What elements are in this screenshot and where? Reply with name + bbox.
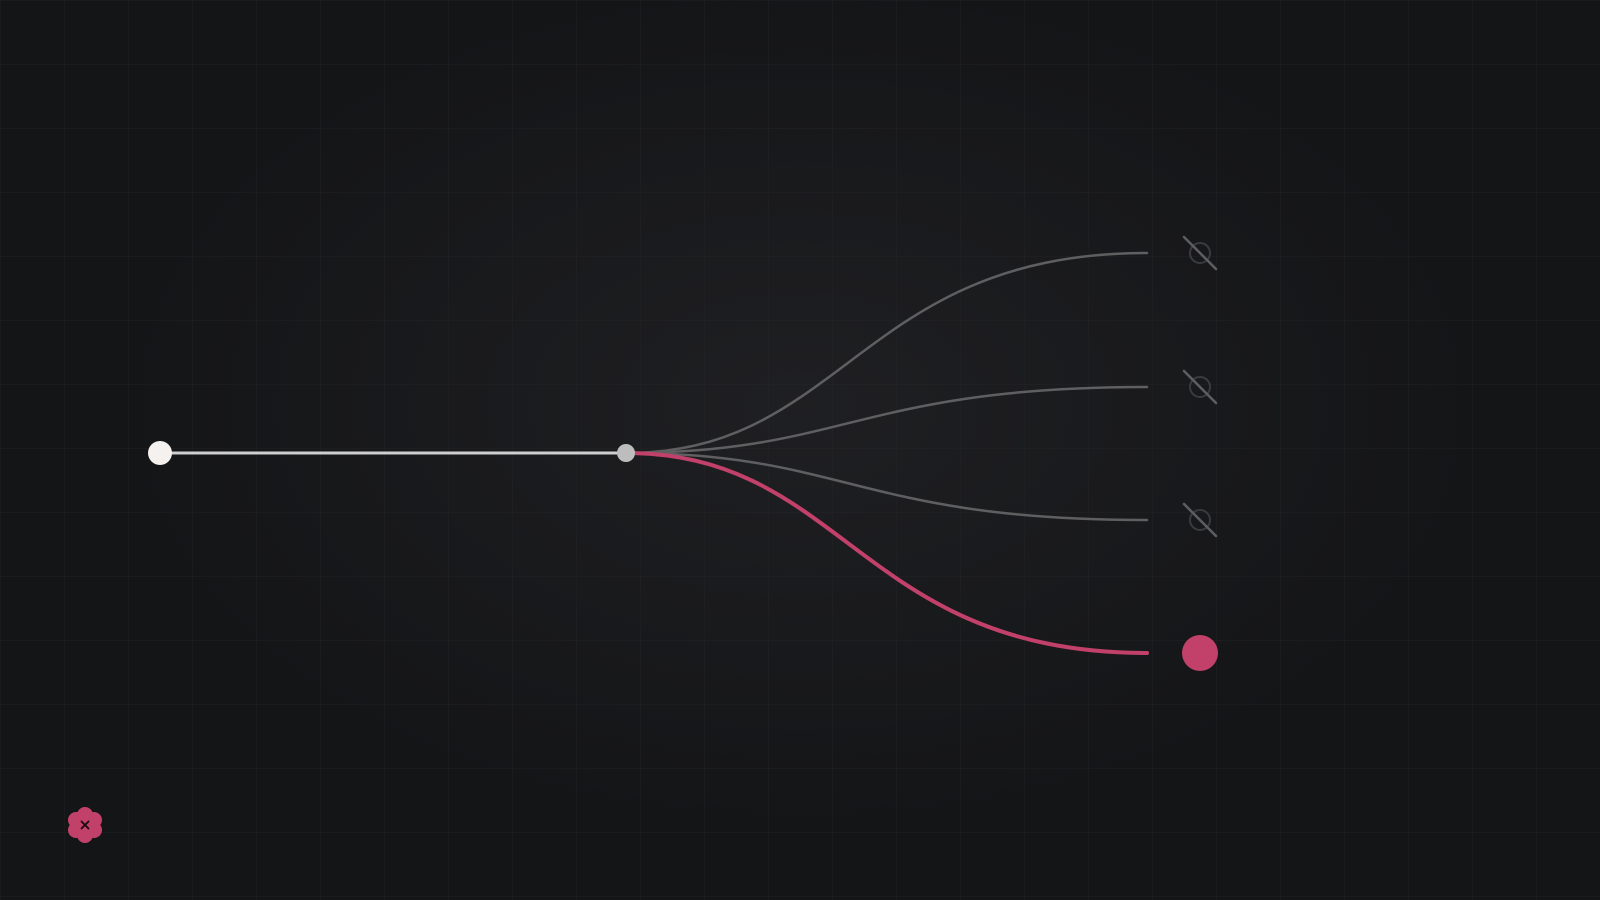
flower-x-icon[interactable] xyxy=(68,807,102,843)
split-node[interactable] xyxy=(617,444,635,462)
disabled-circle-icon[interactable] xyxy=(1182,369,1218,405)
start-node[interactable] xyxy=(148,441,172,465)
active-branch-line xyxy=(624,451,1149,655)
filled-circle-icon[interactable] xyxy=(1182,635,1218,671)
inactive-branch-line xyxy=(624,251,1149,455)
inactive-branch-line xyxy=(624,385,1149,455)
branch-endpoints xyxy=(1182,235,1218,671)
disabled-circle-icon[interactable] xyxy=(1182,235,1218,271)
inactive-branch-line xyxy=(624,451,1149,522)
branch-lines xyxy=(624,251,1149,655)
disabled-circle-icon[interactable] xyxy=(1182,502,1218,538)
